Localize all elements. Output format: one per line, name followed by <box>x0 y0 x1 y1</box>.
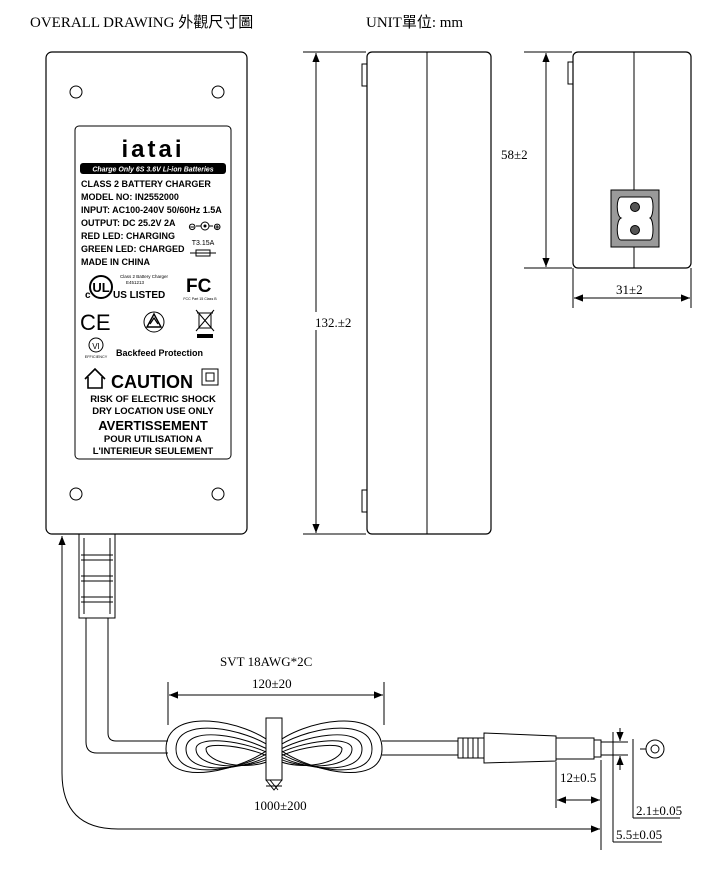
ac-inlet-icon <box>610 189 660 248</box>
brand-logo: iatai <box>121 136 184 163</box>
label-line-7: MADE IN CHINA <box>81 257 150 267</box>
label-banner: Charge Only 6S 3.6V Li-ion Batteries <box>92 167 213 174</box>
efficiency-mark-icon: VI <box>88 337 104 353</box>
ul-mark-icon: UL <box>89 275 113 299</box>
dc-plug <box>457 732 618 764</box>
rcm-mark-icon <box>143 311 165 333</box>
label-line-4: OUTPUT: DC 25.2V 2A <box>81 218 176 228</box>
cable-segment <box>85 618 168 754</box>
side-view <box>361 51 492 535</box>
caution-heading: CAUTION <box>111 372 193 392</box>
screw-hole-bottom-left <box>69 487 83 501</box>
dimension-height-label: 58±2 <box>501 147 528 162</box>
front-view: iatai Charge Only 6S 3.6V Li-ion Batteri… <box>45 51 248 535</box>
cable-spec-label: SVT 18AWG*2C <box>220 654 312 669</box>
drawing-title: OVERALL DRAWING 外觀尺寸圖 <box>30 14 253 31</box>
ul-c-mark: c <box>85 290 91 301</box>
dimension-cable-length-label: 1000±200 <box>254 798 307 813</box>
efficiency-text: EFFICIENCY <box>85 355 108 359</box>
dimension-width-label: 31±2 <box>616 282 643 297</box>
screw-hole-bottom-right <box>211 487 225 501</box>
label-line-2: MODEL NO: IN2552000 <box>81 192 179 202</box>
avertissement-heading: AVERTISSEMENT <box>98 418 208 433</box>
label-line-3: INPUT: AC100-240V 50/60Hz 1.5A <box>81 205 222 215</box>
warning-line-1: RISK OF ELECTRIC SHOCK <box>90 394 216 405</box>
dimension-plug-length: 12±0.5 <box>555 762 600 808</box>
label-line-6: GREEN LED: CHARGED <box>81 244 185 254</box>
dimension-barrel-diameter: 5.5±0.05 <box>612 732 662 843</box>
dimension-barrel-diameter-label: 5.5±0.05 <box>616 827 662 842</box>
svg-text:⊖: ⊖ <box>188 222 196 233</box>
cable-tie <box>265 717 283 781</box>
label-line-5: RED LED: CHARGING <box>81 231 175 241</box>
unit-label: UNIT單位: mm <box>366 14 463 31</box>
product-label: iatai Charge Only 6S 3.6V Li-ion Batteri… <box>74 125 232 460</box>
dimension-pin-diameter-label: 2.1±0.05 <box>636 803 682 818</box>
svg-text:UL: UL <box>92 280 109 295</box>
fuse-icon <box>190 249 216 257</box>
cable-coil <box>165 717 383 791</box>
dimension-height: 58±2 <box>501 51 572 269</box>
screw-hole-top-right <box>211 85 225 99</box>
ul-small-text-1: Class 2 Battery Charger <box>120 274 169 279</box>
end-view <box>567 51 692 269</box>
label-line-1: CLASS 2 BATTERY CHARGER <box>81 179 211 189</box>
weee-bin-icon <box>195 309 215 338</box>
polarity-symbol: ⊖ ⊕ <box>188 221 221 233</box>
fuse-rating: T3.15A <box>192 240 215 247</box>
backfeed-text: Backfeed Protection <box>116 348 203 358</box>
ul-listed: US LISTED <box>113 290 165 301</box>
dimension-pin-diameter: 2.1±0.05 <box>614 728 682 819</box>
dimension-cable-length: 1000±200 <box>58 536 602 850</box>
dimension-width: 31±2 <box>572 268 692 308</box>
screw-hole-top-left <box>69 85 83 99</box>
strain-relief <box>78 533 116 619</box>
ul-small-text-2: E451213 <box>126 280 145 285</box>
dimension-length-label: 132.±2 <box>315 315 351 330</box>
house-icon <box>84 367 106 389</box>
warning-fr-line-1: POUR UTILISATION A <box>104 434 202 445</box>
dimension-length: 132.±2 <box>303 51 366 535</box>
fcc-small-text: FCC Part 15 Class B <box>183 297 217 301</box>
warning-line-2: DRY LOCATION USE ONLY <box>92 406 214 417</box>
dc-plug-end-icon <box>640 739 665 759</box>
fcc-mark-icon: FC <box>186 276 212 297</box>
ce-mark-icon: CE <box>80 310 111 335</box>
dimension-plug-length-label: 12±0.5 <box>560 770 596 785</box>
svg-text:VI: VI <box>92 342 100 351</box>
dimension-coil-label: 120±20 <box>252 676 292 691</box>
double-insulation-icon <box>201 368 219 386</box>
svg-text:⊕: ⊕ <box>213 222 221 233</box>
warning-fr-line-2: L'INTERIEUR SEULEMENT <box>93 446 214 457</box>
